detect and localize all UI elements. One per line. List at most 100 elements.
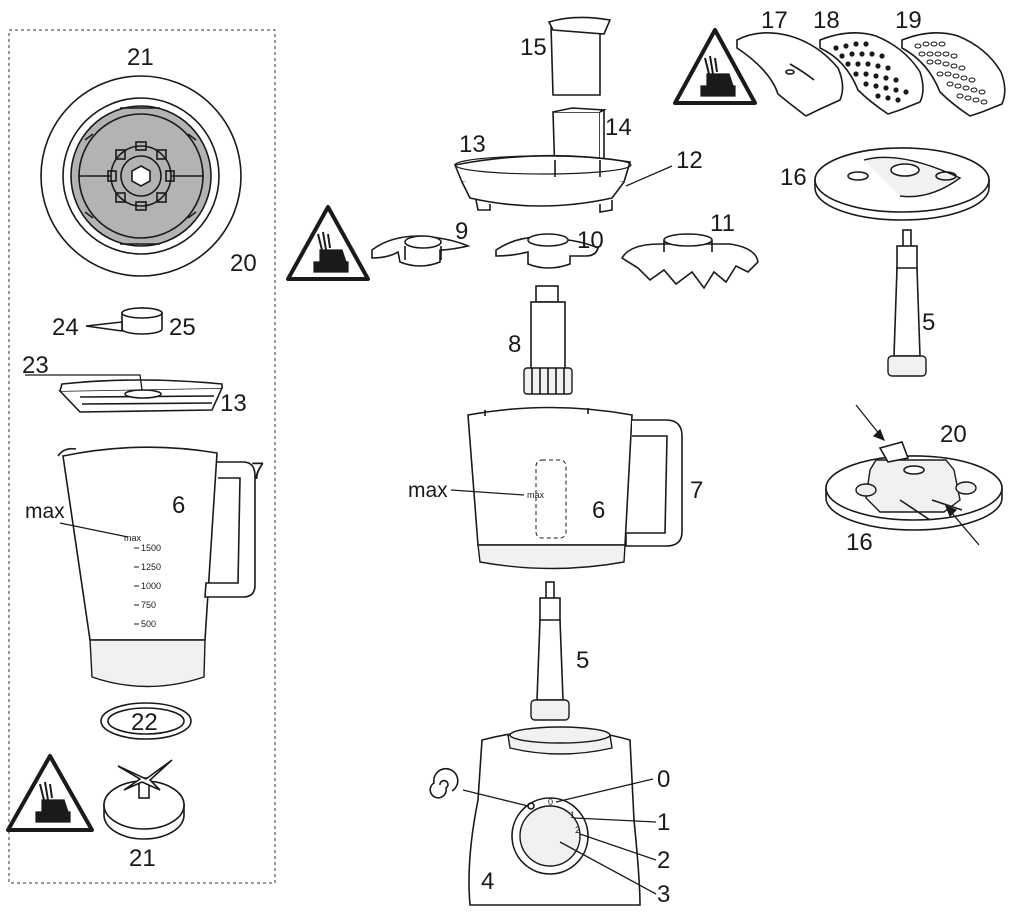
grate-hole: [859, 51, 865, 57]
leader-pulse: [462, 789, 529, 807]
label-13-left: 13: [220, 390, 247, 417]
leader-2: [579, 833, 657, 861]
disc-holder-underside: [825, 441, 1003, 531]
mixing-blade: [495, 233, 599, 269]
grate-hole: [863, 81, 869, 87]
label-5-right: 5: [922, 309, 935, 336]
leader-1: [573, 817, 657, 823]
grate-hole: [833, 45, 839, 51]
grate-hole: [885, 65, 891, 71]
spindle-right: [887, 229, 927, 377]
grate-hole: [936, 71, 944, 77]
grate-hole: [883, 75, 889, 81]
grate-hole: [914, 43, 922, 49]
grate-hole: [970, 87, 978, 93]
label-21-bottom: 21: [129, 845, 156, 872]
label-22: 22: [131, 709, 158, 736]
blender-blade-unit-top-view: [40, 75, 242, 277]
sealing-ring: [100, 702, 192, 740]
label-5-center: 5: [576, 647, 589, 674]
label-16-top: 16: [780, 164, 807, 191]
grate-hole: [964, 95, 972, 101]
label-24: 24: [52, 314, 79, 341]
grate-hole: [968, 77, 976, 83]
bowl-lid: [453, 154, 632, 213]
label-4: 4: [481, 868, 494, 895]
label-19: 19: [895, 7, 922, 34]
grating-insert-coarse: [819, 32, 924, 115]
leader-3: [559, 841, 657, 895]
grate-hole: [855, 61, 861, 67]
label-14: 14: [605, 114, 632, 141]
grate-hole: [918, 51, 926, 57]
grate-hole: [958, 65, 966, 71]
leader-23: [25, 374, 143, 391]
blade-warning-icon-center: [286, 205, 370, 281]
drive-shaft: [523, 285, 573, 395]
label-16-bottom: 16: [846, 529, 873, 556]
grate-hole: [952, 73, 960, 79]
grate-hole: [942, 51, 950, 57]
grate-hole: [879, 53, 885, 59]
grate-hole: [853, 41, 859, 47]
label-1: 1: [657, 809, 670, 836]
leader-max-jug: [59, 522, 129, 538]
label-13-center: 13: [459, 131, 486, 158]
label-25: 25: [169, 314, 196, 341]
speed-dial-marks: 0 1 2: [548, 797, 580, 835]
grate-hole: [934, 51, 942, 57]
jug-tick-label: 1500: [141, 543, 161, 553]
grate-hole: [962, 85, 970, 91]
grate-hole: [875, 93, 881, 99]
label-7-left: 7: [251, 458, 264, 485]
label-6-left: 6: [172, 492, 185, 519]
label-20-left: 20: [230, 250, 257, 277]
grate-hole: [934, 59, 942, 65]
grate-hole: [922, 41, 930, 47]
grate-hole: [942, 61, 950, 67]
grate-hole: [950, 53, 958, 59]
jug-tick-label: 750: [141, 600, 156, 610]
motor-base: [468, 726, 641, 906]
grate-hole: [839, 53, 845, 59]
label-23: 23: [22, 352, 49, 379]
label-0: 0: [657, 766, 670, 793]
grate-hole: [978, 89, 986, 95]
grate-hole: [944, 71, 952, 77]
grate-hole: [885, 95, 891, 101]
label-3: 3: [657, 881, 670, 908]
spindle: [530, 581, 570, 721]
grate-hole: [946, 81, 954, 87]
jug-scale-max: max: [124, 533, 142, 543]
label-12: 12: [676, 147, 703, 174]
grate-hole: [972, 97, 980, 103]
label-17: 17: [761, 7, 788, 34]
grate-hole: [863, 41, 869, 47]
label-6-center: 6: [592, 497, 605, 524]
grate-hole: [930, 41, 938, 47]
blender-lid: [58, 379, 224, 413]
bowl-scale-max: max: [527, 490, 545, 500]
pulse-spiral-icon: [429, 767, 459, 799]
grate-hole: [938, 41, 946, 47]
grate-hole: [853, 71, 859, 77]
grate-hole: [869, 51, 875, 57]
label-9: 9: [455, 218, 468, 245]
grate-hole: [875, 63, 881, 69]
dial-position-1: 1: [570, 810, 575, 820]
label-11: 11: [710, 210, 735, 237]
grate-hole: [893, 87, 899, 93]
label-8: 8: [508, 331, 521, 358]
label-7-center: 7: [690, 477, 703, 504]
label-15: 15: [520, 34, 547, 61]
grate-hole: [950, 63, 958, 69]
arrow-top-head: [872, 428, 886, 442]
grate-hole: [893, 77, 899, 83]
grate-hole: [895, 97, 901, 103]
grate-hole: [873, 83, 879, 89]
blender-jug: [57, 446, 256, 688]
grate-hole: [903, 89, 909, 95]
label-18: 18: [813, 7, 840, 34]
grate-hole: [883, 85, 889, 91]
